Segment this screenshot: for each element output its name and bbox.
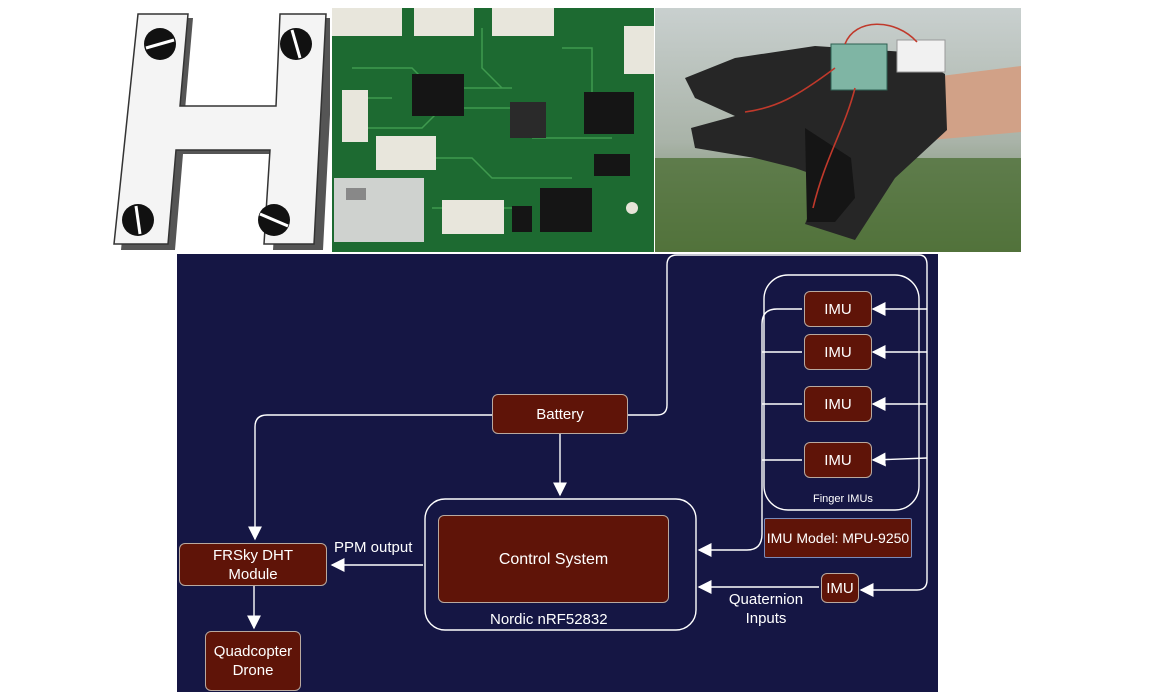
frsky-label-line2: Module (228, 565, 278, 583)
finger-imu-block-1: IMU (804, 291, 872, 327)
system-block-diagram: Battery Control System Nordic nRF52832 F… (177, 254, 938, 692)
finger-imu-block-2: IMU (804, 334, 872, 370)
wrist-imu-block: IMU (821, 573, 859, 603)
glove-photo (655, 8, 1021, 252)
quadcopter-drone-block: Quadcopter Drone (205, 631, 301, 691)
ppm-output-label: PPM output (334, 539, 413, 556)
screw-icon (280, 28, 312, 60)
drone-label-line2: Drone (232, 662, 274, 679)
imu-label: IMU (826, 579, 854, 597)
drone-label-line1: Quadcopter (213, 643, 293, 660)
imu-model-label: IMU Model: MPU-9250 (766, 529, 910, 546)
finger-imus-group (763, 274, 920, 511)
battery-block: Battery (492, 394, 628, 434)
imu-label: IMU (824, 300, 852, 318)
control-system-label: Control System (498, 550, 609, 568)
frsky-label-line1: FRSky DHT (213, 546, 293, 564)
quaternion-inputs-label: Quaternion Inputs (723, 590, 809, 628)
screw-icon (258, 204, 290, 236)
mcu-outline (424, 498, 697, 631)
connector-lines (247, 254, 928, 631)
finger-imu-block-3: IMU (804, 386, 872, 422)
imu-label: IMU (824, 451, 852, 469)
imu-model-block: IMU Model: MPU-9250 (764, 518, 912, 558)
screw-icon (122, 204, 154, 236)
frsky-module-block: FRSky DHT Module (179, 543, 327, 586)
quaternion-label-line1: Quaternion (728, 591, 804, 608)
quaternion-label-line2: Inputs (745, 610, 787, 627)
battery-label: Battery (536, 405, 584, 423)
screw-icon (144, 28, 176, 60)
pcb-photo (332, 8, 654, 252)
finger-imu-block-4: IMU (804, 442, 872, 478)
h-plate-photo (108, 8, 330, 252)
mcu-label: Nordic nRF52832 (490, 611, 608, 628)
finger-imus-label: Finger IMUs (813, 493, 873, 505)
imu-label: IMU (824, 395, 852, 413)
control-system-block: Control System (438, 515, 669, 603)
imu-label: IMU (824, 343, 852, 361)
